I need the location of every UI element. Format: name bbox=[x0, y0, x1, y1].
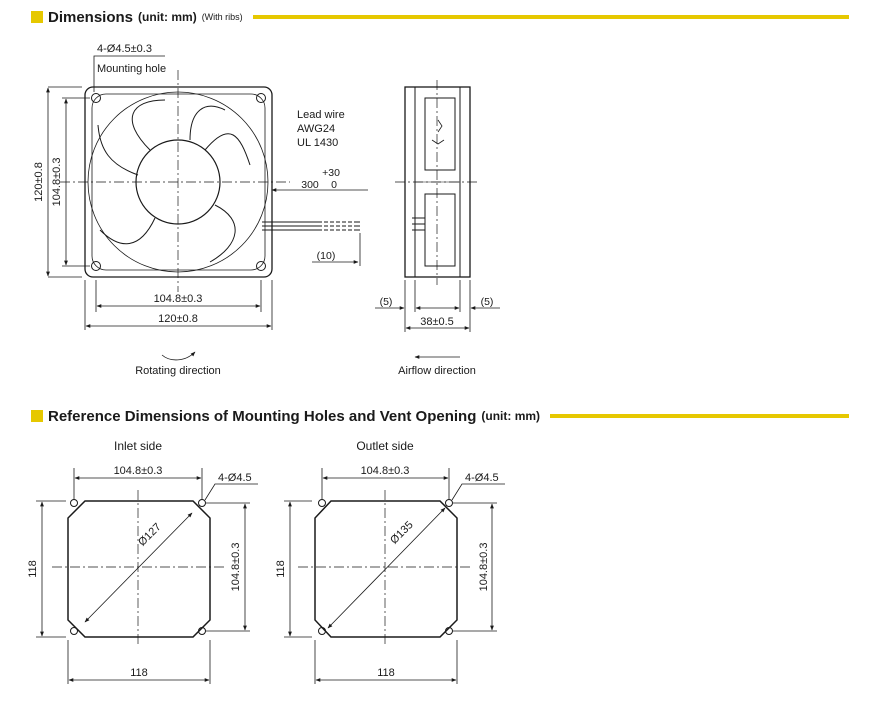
section-title: Reference Dimensions of Mounting Holes a… bbox=[48, 407, 477, 425]
side-right-gap: (5) bbox=[481, 296, 494, 308]
side-dimension-lines bbox=[375, 280, 500, 359]
inlet-width: 118 bbox=[130, 667, 148, 679]
section-title: Dimensions bbox=[48, 8, 134, 26]
section-unit: (unit: mm) bbox=[138, 10, 197, 24]
side-left-gap: (5) bbox=[380, 296, 393, 308]
outlet-caption: Outlet side bbox=[356, 439, 414, 453]
rotating-direction-label: Rotating direction bbox=[135, 365, 221, 377]
airflow-direction-label: Airflow direction bbox=[398, 365, 476, 377]
dim-inner-horizontal: 104.8±0.3 bbox=[154, 293, 203, 305]
dim-outer-vertical: 120±0.8 bbox=[33, 162, 45, 202]
dimensions-header: Dimensions (unit: mm) (With ribs) bbox=[31, 7, 849, 27]
lead-wire-length: 300 bbox=[301, 179, 319, 191]
outlet-holes: 4-Ø4.5 bbox=[465, 472, 499, 484]
outlet-pitch-vertical: 104.8±0.3 bbox=[478, 543, 490, 592]
lead-wire-line3: UL 1430 bbox=[297, 137, 338, 149]
outlet-vent-outline bbox=[298, 490, 472, 645]
inlet-caption: Inlet side bbox=[114, 439, 162, 453]
section-rule bbox=[252, 15, 849, 19]
inlet-pitch-vertical: 104.8±0.3 bbox=[230, 543, 242, 592]
outlet-dimension-lines bbox=[284, 468, 505, 684]
inlet-pitch: 104.8±0.3 bbox=[114, 465, 163, 477]
lead-wire-line2: AWG24 bbox=[297, 123, 335, 135]
inlet-diameter: Ø127 bbox=[136, 521, 164, 549]
reference-header: Reference Dimensions of Mounting Holes a… bbox=[31, 406, 849, 426]
front-dimension-lines bbox=[46, 55, 368, 361]
lead-wire-tol-upper: +30 bbox=[322, 167, 340, 179]
outlet-height: 118 bbox=[275, 560, 287, 578]
section-rule bbox=[550, 414, 849, 418]
dim-outer-horizontal: 120±0.8 bbox=[158, 313, 198, 325]
hole-caption: Mounting hole bbox=[97, 63, 166, 75]
section-note: (With ribs) bbox=[201, 12, 243, 22]
outlet-pitch: 104.8±0.3 bbox=[361, 465, 410, 477]
inlet-height: 118 bbox=[27, 560, 39, 578]
fan-front-view bbox=[60, 70, 360, 292]
hole-label: 4-Ø4.5±0.3 bbox=[97, 43, 152, 55]
fan-side-view bbox=[395, 80, 480, 285]
lead-wire-line1: Lead wire bbox=[297, 109, 345, 121]
section-unit: (unit: mm) bbox=[481, 409, 541, 423]
outlet-width: 118 bbox=[377, 667, 395, 679]
section-marker bbox=[31, 11, 43, 23]
section-marker bbox=[31, 410, 43, 422]
lead-wire-tol-lower: 0 bbox=[331, 179, 337, 191]
dim-inner-vertical: 104.8±0.3 bbox=[51, 158, 63, 207]
inlet-holes: 4-Ø4.5 bbox=[218, 472, 252, 484]
inlet-dimension-lines bbox=[36, 468, 258, 684]
side-depth: 38±0.5 bbox=[420, 316, 454, 328]
lead-wire-strip: (10) bbox=[317, 250, 336, 262]
inlet-vent-outline bbox=[52, 490, 226, 645]
